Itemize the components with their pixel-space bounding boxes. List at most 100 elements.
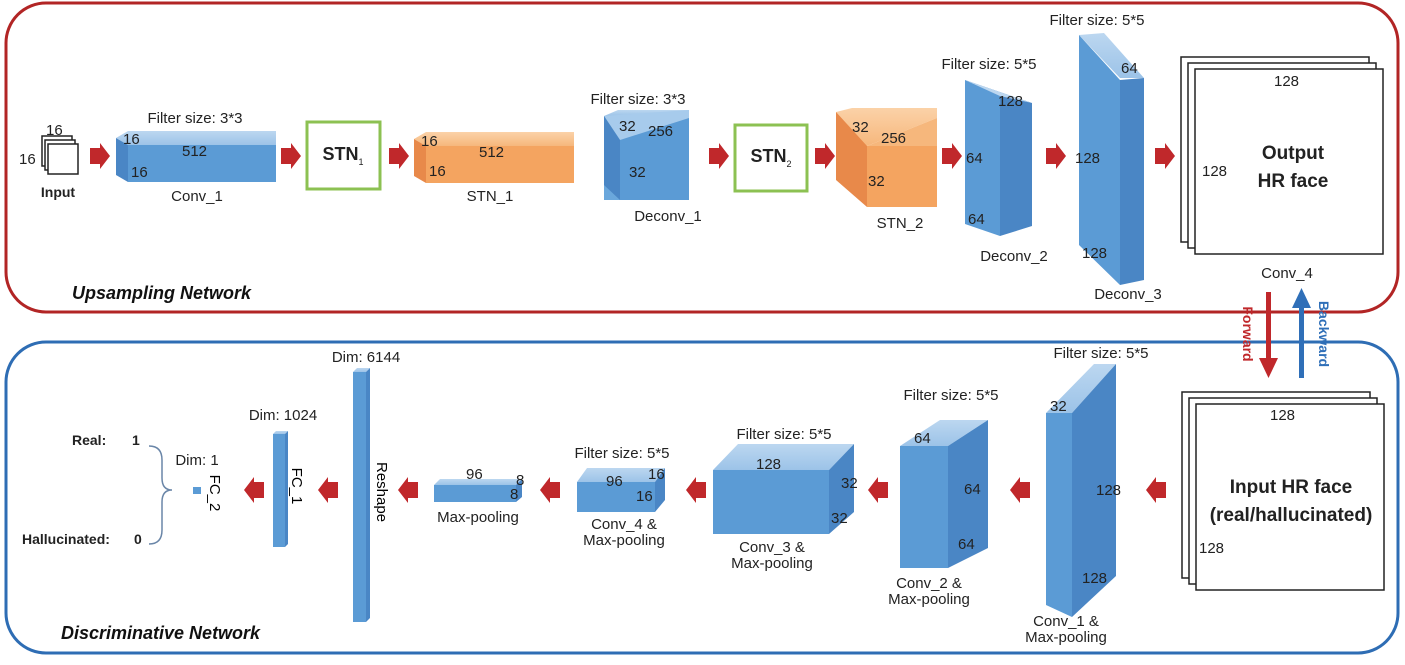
up-output-stack (1180, 56, 1384, 255)
reshape-label: Reshape (373, 462, 390, 523)
disc-conv4-c: 16 (636, 488, 653, 505)
up-stn2-a: 32 (852, 119, 869, 136)
input-label: Input (40, 184, 76, 200)
disc-conv4-b: 16 (648, 466, 665, 483)
disc-maxpool-b: 8 (516, 472, 525, 489)
disc-maxpool-a: 96 (466, 466, 483, 483)
disc-conv4-label: Conv_4 &Max-pooling (583, 516, 665, 549)
disc-conv1-filter: Filter size: 5*5 (1053, 345, 1149, 362)
stn1-label: STN1 (322, 144, 364, 167)
disc-input-dim-top: 128 (1270, 407, 1296, 424)
fc1-dim: Dim: 1024 (248, 407, 318, 424)
stn1-module (305, 120, 382, 191)
disc-conv3-label: Conv_3 &Max-pooling (731, 539, 813, 572)
disc-conv1-a: 32 (1050, 398, 1067, 415)
stn2-label: STN2 (750, 146, 792, 169)
forward-label: Forward (1240, 306, 1256, 362)
up-stn1-depth: 16 (421, 133, 438, 150)
up-deconv2-filter: Filter size: 5*5 (941, 56, 1037, 73)
disc-flow-arrows (244, 477, 1166, 503)
disc-maxpool-block (434, 479, 522, 502)
up-output-dim-left: 128 (1202, 163, 1228, 180)
upsampling-title: Upsampling Network (72, 283, 252, 303)
input-dim-2: 16 (19, 151, 36, 168)
up-deconv3-filter: Filter size: 5*5 (1049, 12, 1145, 29)
up-stn1-height: 16 (429, 163, 446, 180)
reshape-block (353, 368, 370, 622)
up-deconv3-c: 128 (1082, 245, 1108, 262)
disc-input-line1: Input HR face (1229, 477, 1353, 498)
up-stn1-label: STN_1 (466, 188, 514, 205)
up-stn1-width: 512 (479, 144, 505, 161)
input-stack (41, 135, 79, 175)
disc-conv4-a: 96 (606, 473, 623, 490)
output-brace (148, 445, 173, 545)
backward-label: Backward (1316, 300, 1332, 368)
up-deconv1-a: 32 (619, 118, 636, 135)
up-conv1-depth: 16 (123, 131, 140, 148)
up-deconv1-filter: Filter size: 3*3 (590, 91, 686, 108)
up-stn1-block (414, 132, 574, 183)
discriminative-frame (4, 340, 1400, 655)
up-stn2-c: 32 (868, 173, 885, 190)
disc-conv2-block (900, 420, 988, 568)
up-stn2-label: STN_2 (876, 215, 924, 232)
hallucinated-value: 0 (134, 531, 142, 547)
disc-conv4-filter: Filter size: 5*5 (574, 445, 670, 462)
up-deconv2-c: 64 (968, 211, 985, 228)
up-output-dim-top: 128 (1274, 73, 1300, 90)
real-value: 1 (132, 432, 140, 448)
disc-conv2-c: 64 (958, 536, 975, 553)
up-deconv2-a: 128 (998, 93, 1024, 110)
disc-conv1-label: Conv_1 &Max-pooling (1025, 613, 1107, 646)
disc-conv2-a: 64 (914, 430, 931, 447)
up-conv1-width: 512 (182, 143, 208, 160)
up-deconv1-label: Deconv_1 (634, 208, 702, 225)
disc-conv1-b: 128 (1096, 482, 1122, 499)
disc-conv2-filter: Filter size: 5*5 (903, 387, 999, 404)
disc-conv3-c: 32 (831, 510, 848, 527)
up-output-label: Conv_4 (1261, 265, 1313, 282)
up-stn2-block (836, 108, 937, 207)
up-conv1-height: 16 (131, 164, 148, 181)
fc2-block (193, 487, 201, 494)
disc-input-stack (1181, 391, 1385, 591)
discriminative-title: Discriminative Network (61, 623, 261, 643)
upsampling-frame (4, 1, 1400, 314)
fc1-label: FC_1 (288, 467, 305, 505)
disc-conv2-label: Conv_2 &Max-pooling (888, 575, 970, 608)
input-dim-1: 16 (46, 122, 63, 139)
up-deconv2-label: Deconv_2 (980, 248, 1048, 265)
up-output-line1: Output (1261, 143, 1325, 164)
real-label: Real: (72, 432, 107, 448)
up-conv1-block (116, 131, 276, 182)
disc-input-line2: (real/hallucinated) (1209, 505, 1373, 526)
disc-conv2-b: 64 (964, 481, 981, 498)
up-deconv3-a: 64 (1121, 60, 1138, 77)
disc-conv3-block (713, 444, 854, 534)
forward-arrow (1259, 292, 1278, 378)
up-deconv3-label: Deconv_3 (1094, 286, 1162, 303)
disc-conv1-block (1046, 364, 1116, 617)
fc2-label: FC_2 (206, 474, 223, 512)
up-deconv1-block (604, 110, 689, 200)
up-conv1-label: Conv_1 (171, 188, 223, 205)
up-flow-arrows (90, 143, 1175, 169)
disc-conv3-filter: Filter size: 5*5 (736, 426, 832, 443)
up-conv1-filter: Filter size: 3*3 (147, 110, 243, 127)
up-output-line2: HR face (1257, 171, 1329, 192)
disc-conv3-b: 32 (841, 475, 858, 492)
disc-conv3-a: 128 (756, 456, 782, 473)
up-deconv3-block (1079, 33, 1144, 285)
disc-maxpool-label: Max-pooling (437, 509, 519, 526)
reshape-dim: Dim: 6144 (331, 349, 401, 366)
up-deconv3-b: 128 (1075, 150, 1101, 167)
disc-conv1-c: 128 (1082, 570, 1108, 587)
hallucinated-label: Hallucinated: (22, 531, 110, 547)
disc-conv4-block (577, 468, 665, 512)
up-stn2-b: 256 (881, 130, 907, 147)
stn2-module (733, 123, 809, 193)
up-deconv1-b: 256 (648, 123, 674, 140)
